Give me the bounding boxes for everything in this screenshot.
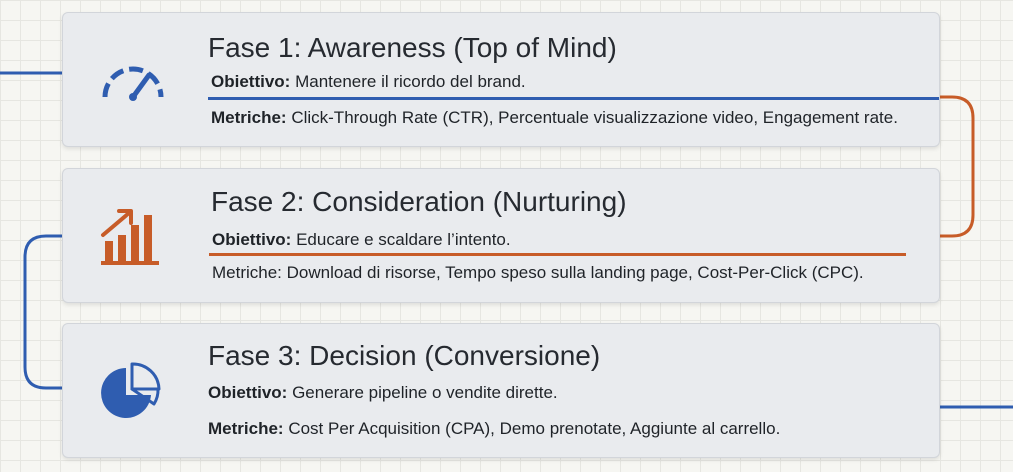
- objective-line: Obiettivo: Generare pipeline o vendite d…: [208, 383, 558, 403]
- objective-text: Generare pipeline o vendite dirette.: [292, 383, 558, 402]
- phase-card-consideration: Fase 2: Consideration (Nurturing) Obiett…: [62, 168, 940, 303]
- bar-chart-growth-icon: [101, 209, 159, 265]
- metrics-text: Click-Through Rate (CTR), Percentuale vi…: [291, 108, 898, 127]
- objective-text: Educare e scaldare l’intento.: [296, 230, 511, 249]
- metrics-line: Metriche: Cost Per Acquisition (CPA), De…: [208, 419, 780, 439]
- connector-2-to-3: [23, 234, 62, 390]
- phase-title: Fase 1: Awareness (Top of Mind): [208, 32, 617, 63]
- phase-card-awareness: Fase 1: Awareness (Top of Mind) Obiettiv…: [62, 12, 940, 147]
- phase-title: Fase 3: Decision (Conversione): [208, 340, 601, 371]
- phase-card-decision: Fase 3: Decision (Conversione) Obiettivo…: [62, 323, 940, 458]
- metrics-text: Download di risorse, Tempo speso sulla l…: [286, 263, 864, 282]
- metrics-line: Metriche: Click-Through Rate (CTR), Perc…: [211, 108, 898, 128]
- objective-label: Obiettivo:: [212, 230, 292, 249]
- pie-chart-icon: [101, 362, 161, 418]
- metrics-line: Metriche: Download di risorse, Tempo spe…: [212, 263, 864, 283]
- phase-divider: [209, 253, 906, 256]
- speedometer-icon: [102, 66, 164, 101]
- objective-line: Obiettivo: Mantenere il ricordo del bran…: [211, 72, 526, 92]
- connector-1-to-2: [938, 95, 975, 238]
- phase-divider: [208, 97, 939, 100]
- metrics-label: Metriche:: [212, 263, 282, 282]
- metrics-text: Cost Per Acquisition (CPA), Demo prenota…: [288, 419, 781, 438]
- objective-label: Obiettivo:: [211, 72, 291, 91]
- objective-label: Obiettivo:: [208, 383, 288, 402]
- phase-title: Fase 2: Consideration (Nurturing): [211, 186, 627, 217]
- objective-line: Obiettivo: Educare e scaldare l’intento.: [212, 230, 511, 250]
- metrics-label: Metriche:: [211, 108, 287, 127]
- metrics-label: Metriche:: [208, 419, 284, 438]
- objective-text: Mantenere il ricordo del brand.: [295, 72, 526, 91]
